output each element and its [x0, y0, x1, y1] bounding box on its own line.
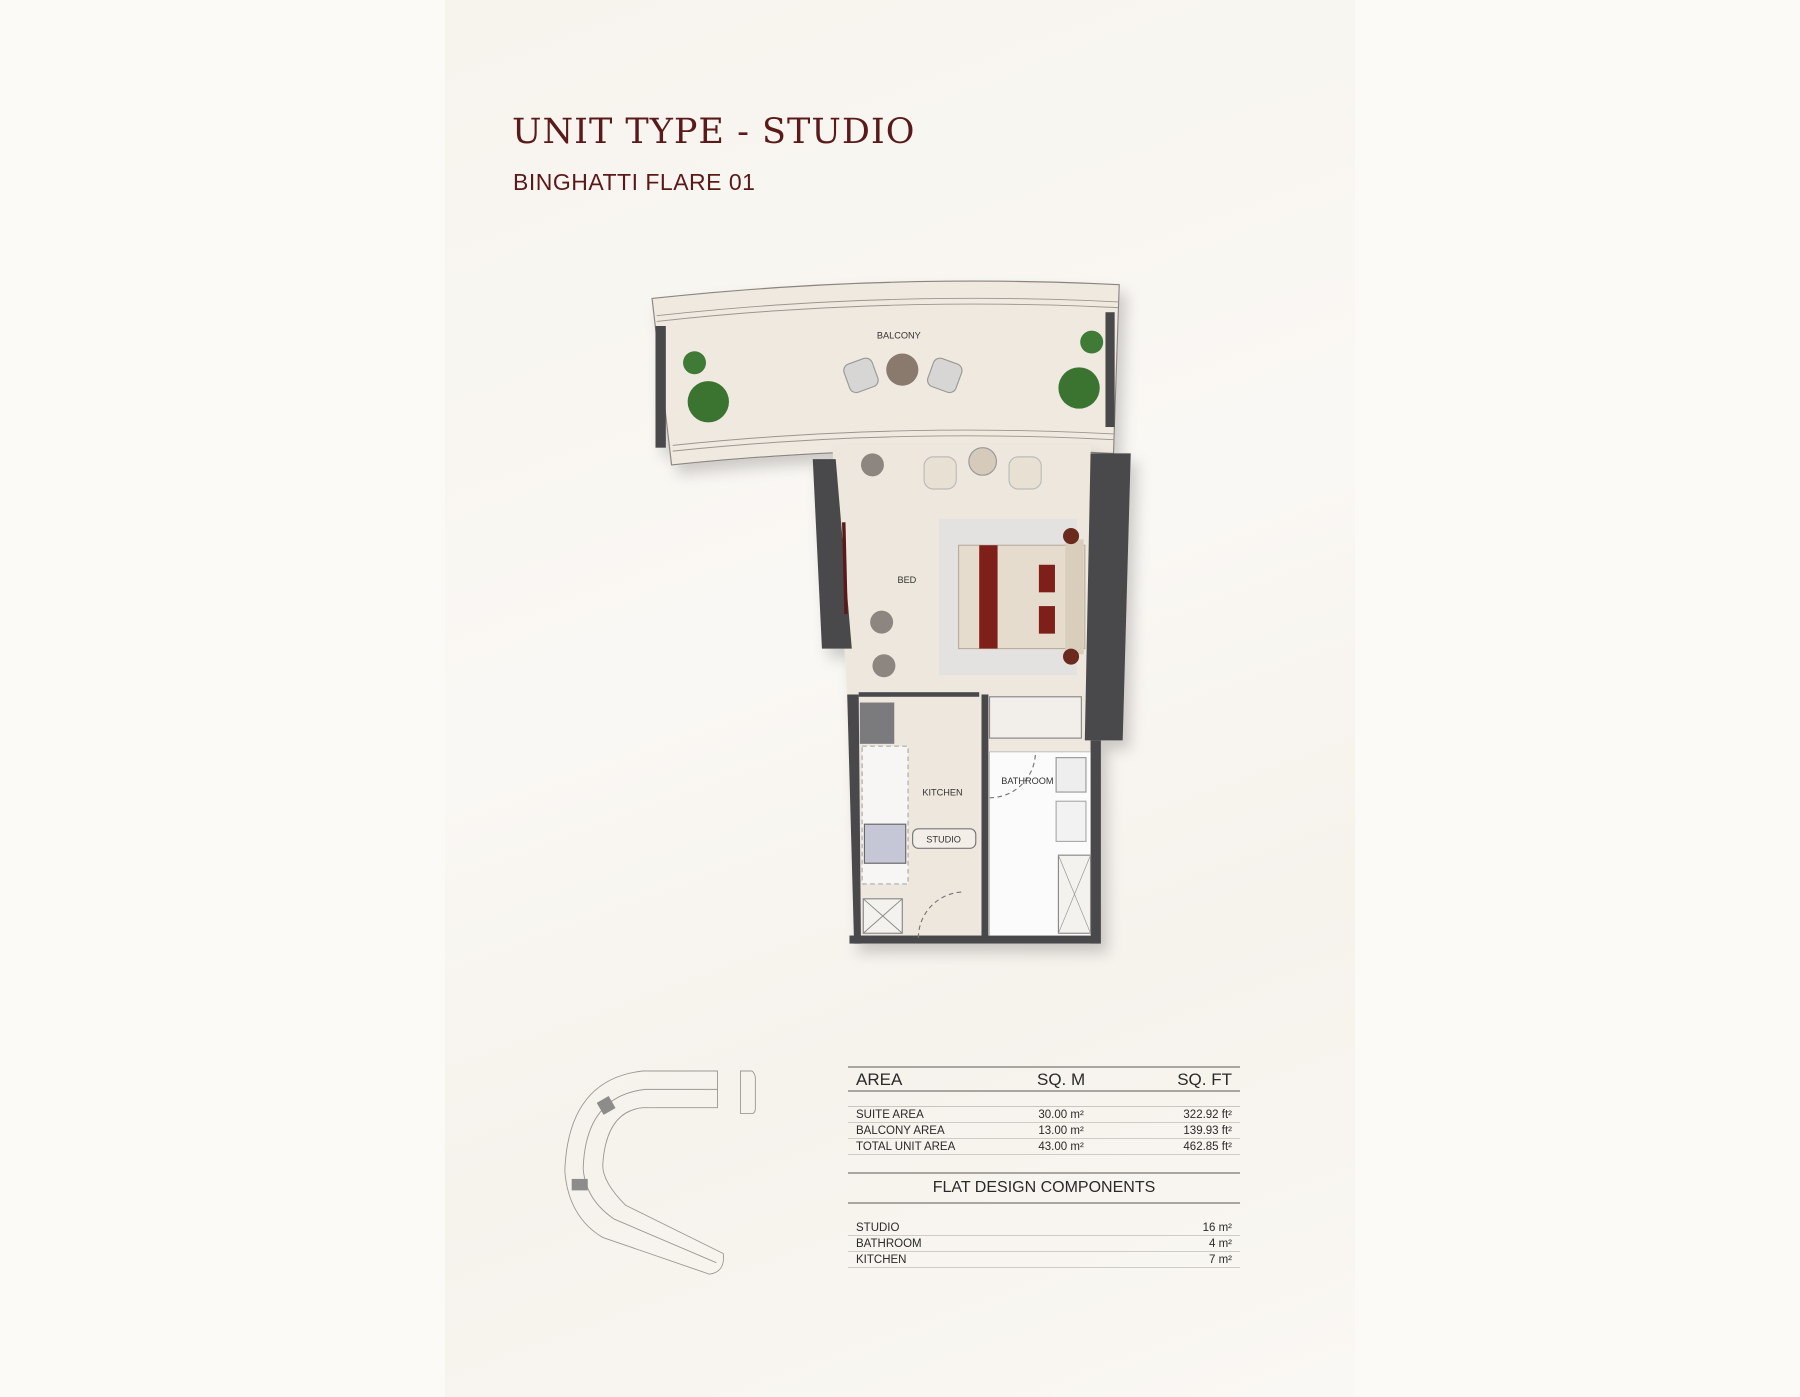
nightstand-icon	[1063, 648, 1080, 665]
header-sqm: SQ. M	[1037, 1070, 1086, 1089]
living-furniture	[860, 447, 1086, 678]
stove-icon	[863, 823, 907, 864]
unit-highlight	[571, 1178, 588, 1191]
project-name: BINGHATTI FLARE 01	[513, 169, 756, 195]
bed-icon	[957, 539, 1086, 655]
nightstand-icon	[1063, 528, 1080, 545]
row-label: TOTAL UNIT AREA	[856, 1140, 956, 1153]
component-value: 4 m²	[1209, 1237, 1232, 1250]
table-row: TOTAL UNIT AREA 43.00 m² 462.85 ft²	[848, 1139, 1240, 1155]
bathroom-label: BATHROOM	[1001, 776, 1053, 786]
studio-tag	[912, 828, 977, 849]
balcony	[651, 280, 1120, 466]
toilet-icon	[1055, 800, 1087, 842]
stool-icon	[870, 610, 894, 634]
wardrobe-icon	[988, 696, 1082, 739]
row-sqft: 462.85 ft²	[1183, 1140, 1232, 1153]
armchair-icon	[1008, 456, 1042, 490]
component-row: BATHROOM 4 m²	[848, 1236, 1240, 1252]
fridge-icon	[859, 702, 895, 744]
chair-icon	[843, 357, 879, 394]
plant-icon	[687, 381, 729, 423]
row-label: BALCONY AREA	[856, 1124, 945, 1137]
side-table-icon	[968, 447, 997, 476]
unit-highlight	[596, 1096, 616, 1115]
component-label: KITCHEN	[856, 1253, 907, 1266]
plant-icon	[1080, 330, 1104, 354]
row-sqft: 139.93 ft²	[1183, 1124, 1232, 1137]
chair-icon	[927, 357, 963, 394]
component-label: STUDIO	[856, 1221, 900, 1234]
row-sqft: 322.92 ft²	[1183, 1108, 1232, 1121]
table-icon	[886, 353, 919, 386]
row-label: SUITE AREA	[856, 1108, 924, 1121]
balcony-wall-left	[655, 326, 666, 448]
component-value: 16 m²	[1202, 1221, 1232, 1234]
component-value: 7 m²	[1209, 1253, 1232, 1266]
table-row: BALCONY AREA 13.00 m² 139.93 ft²	[848, 1123, 1240, 1139]
table-row: SUITE AREA 30.00 m² 322.92 ft²	[848, 1107, 1240, 1123]
row-sqm: 43.00 m²	[1038, 1140, 1084, 1153]
plant-icon	[1058, 367, 1100, 409]
row-sqm: 13.00 m²	[1038, 1124, 1084, 1137]
component-row: KITCHEN 7 m²	[848, 1252, 1240, 1268]
header-area: AREA	[856, 1070, 903, 1089]
kitchen-label: KITCHEN	[922, 787, 962, 797]
wall-right	[1084, 453, 1131, 741]
header-sqft: SQ. FT	[1177, 1070, 1232, 1089]
bathroom	[988, 696, 1092, 936]
bed-label: BED	[897, 575, 916, 585]
stool-icon	[872, 654, 896, 678]
balcony-furniture	[683, 330, 1104, 423]
sink-icon	[1055, 757, 1087, 793]
area-table-header: AREA SQ. M SQ. FT	[848, 1068, 1240, 1090]
kitchen-fixtures	[859, 702, 965, 938]
area-table: AREA SQ. M SQ. FT SUITE AREA 30.00 m² 32…	[848, 1066, 1240, 1268]
balcony-wall-right	[1105, 312, 1115, 428]
key-plan	[564, 1070, 756, 1275]
row-sqm: 30.00 m²	[1038, 1108, 1084, 1121]
components-title: FLAT DESIGN COMPONENTS	[932, 1179, 1156, 1196]
studio-tag-label: STUDIO	[926, 835, 961, 845]
stool-icon	[860, 453, 884, 477]
component-label: BATHROOM	[856, 1237, 922, 1250]
plant-icon	[683, 351, 707, 375]
balcony-label: BALCONY	[877, 331, 921, 341]
component-row: STUDIO 16 m²	[848, 1220, 1240, 1236]
page-title: UNIT TYPE - STUDIO	[512, 112, 916, 152]
wall-left	[812, 459, 852, 649]
armchair-icon	[923, 456, 957, 490]
